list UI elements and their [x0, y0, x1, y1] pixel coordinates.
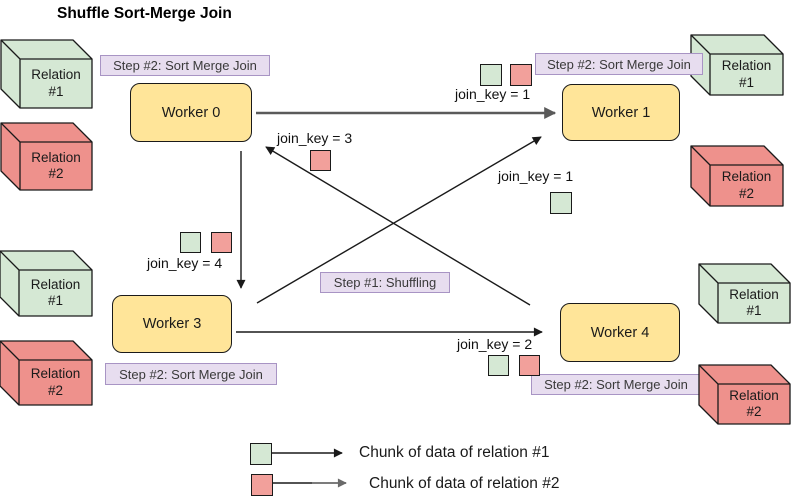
- join-key-label-to-worker4: join_key = 2: [457, 336, 533, 352]
- join-key-label-to-worker0: join_key = 3: [277, 130, 353, 146]
- relation1-chunk-icon: [180, 232, 201, 253]
- worker1-node: Worker 1: [562, 84, 680, 141]
- step2-label-worker3: Step #2: Sort Merge Join: [105, 363, 277, 385]
- legend-relation2-text: Chunk of data of relation #2: [369, 475, 560, 492]
- relation2-cube-label: Relation #2: [721, 169, 772, 201]
- worker3-node: Worker 3: [112, 295, 232, 353]
- relation1-cube-top-left: [0, 39, 93, 109]
- worker4-node: Worker 4: [560, 303, 680, 362]
- diagram-title: Shuffle Sort-Merge Join: [57, 5, 232, 22]
- relation1-cube-bottom-left: [0, 250, 93, 317]
- step2-label-worker0: Step #2: Sort Merge Join: [100, 55, 270, 76]
- worker0-node: Worker 0: [130, 83, 252, 142]
- relation2-cube-bottom-right: [698, 364, 791, 425]
- relation1-cube-label: Relation #1: [729, 286, 779, 318]
- relation2-chunk-icon: [211, 232, 232, 253]
- join-key-label-to-worker3: join_key = 4: [147, 255, 223, 271]
- relation1-cube-label: Relation #1: [30, 276, 81, 308]
- join-key-label-to-worker1-pair: join_key = 1: [455, 86, 531, 102]
- relation1-cube-label: Relation #1: [721, 58, 772, 90]
- step1-shuffling-label: Step #1: Shuffling: [320, 272, 450, 293]
- relation2-chunk-icon: [310, 150, 331, 171]
- relation2-chunk-icon: [519, 355, 540, 376]
- arrow-worker4-to-worker0: [265, 146, 531, 306]
- relation1-chunk-icon: [480, 64, 502, 86]
- arrow-worker3-to-worker1: [256, 136, 542, 304]
- relation1-chunk-icon: [488, 355, 509, 376]
- step2-label-worker1: Step #2: Sort Merge Join: [535, 53, 703, 75]
- legend-relation2-chunk-icon: [251, 474, 273, 496]
- relation1-cube-label: Relation #1: [31, 67, 81, 99]
- relation1-cube-bottom-right: [698, 263, 791, 324]
- relation2-cube-top-left: [0, 122, 93, 191]
- relation2-cube-bottom-left: [0, 340, 93, 406]
- relation1-cube-top-right: [690, 34, 784, 96]
- relation2-cube-top-right: [690, 145, 784, 207]
- relation2-cube-label: Relation #2: [729, 387, 779, 419]
- join-key-label-to-worker1-single: join_key = 1: [498, 168, 574, 184]
- relation2-chunk-icon: [510, 64, 532, 86]
- relation2-cube-label: Relation #2: [31, 149, 81, 181]
- legend-relation1-text: Chunk of data of relation #1: [359, 444, 550, 461]
- step2-label-worker4: Step #2: Sort Merge Join: [531, 374, 701, 395]
- legend-relation1-chunk-icon: [250, 443, 272, 465]
- relation2-cube-label: Relation #2: [30, 366, 81, 398]
- relation1-chunk-icon: [550, 192, 572, 214]
